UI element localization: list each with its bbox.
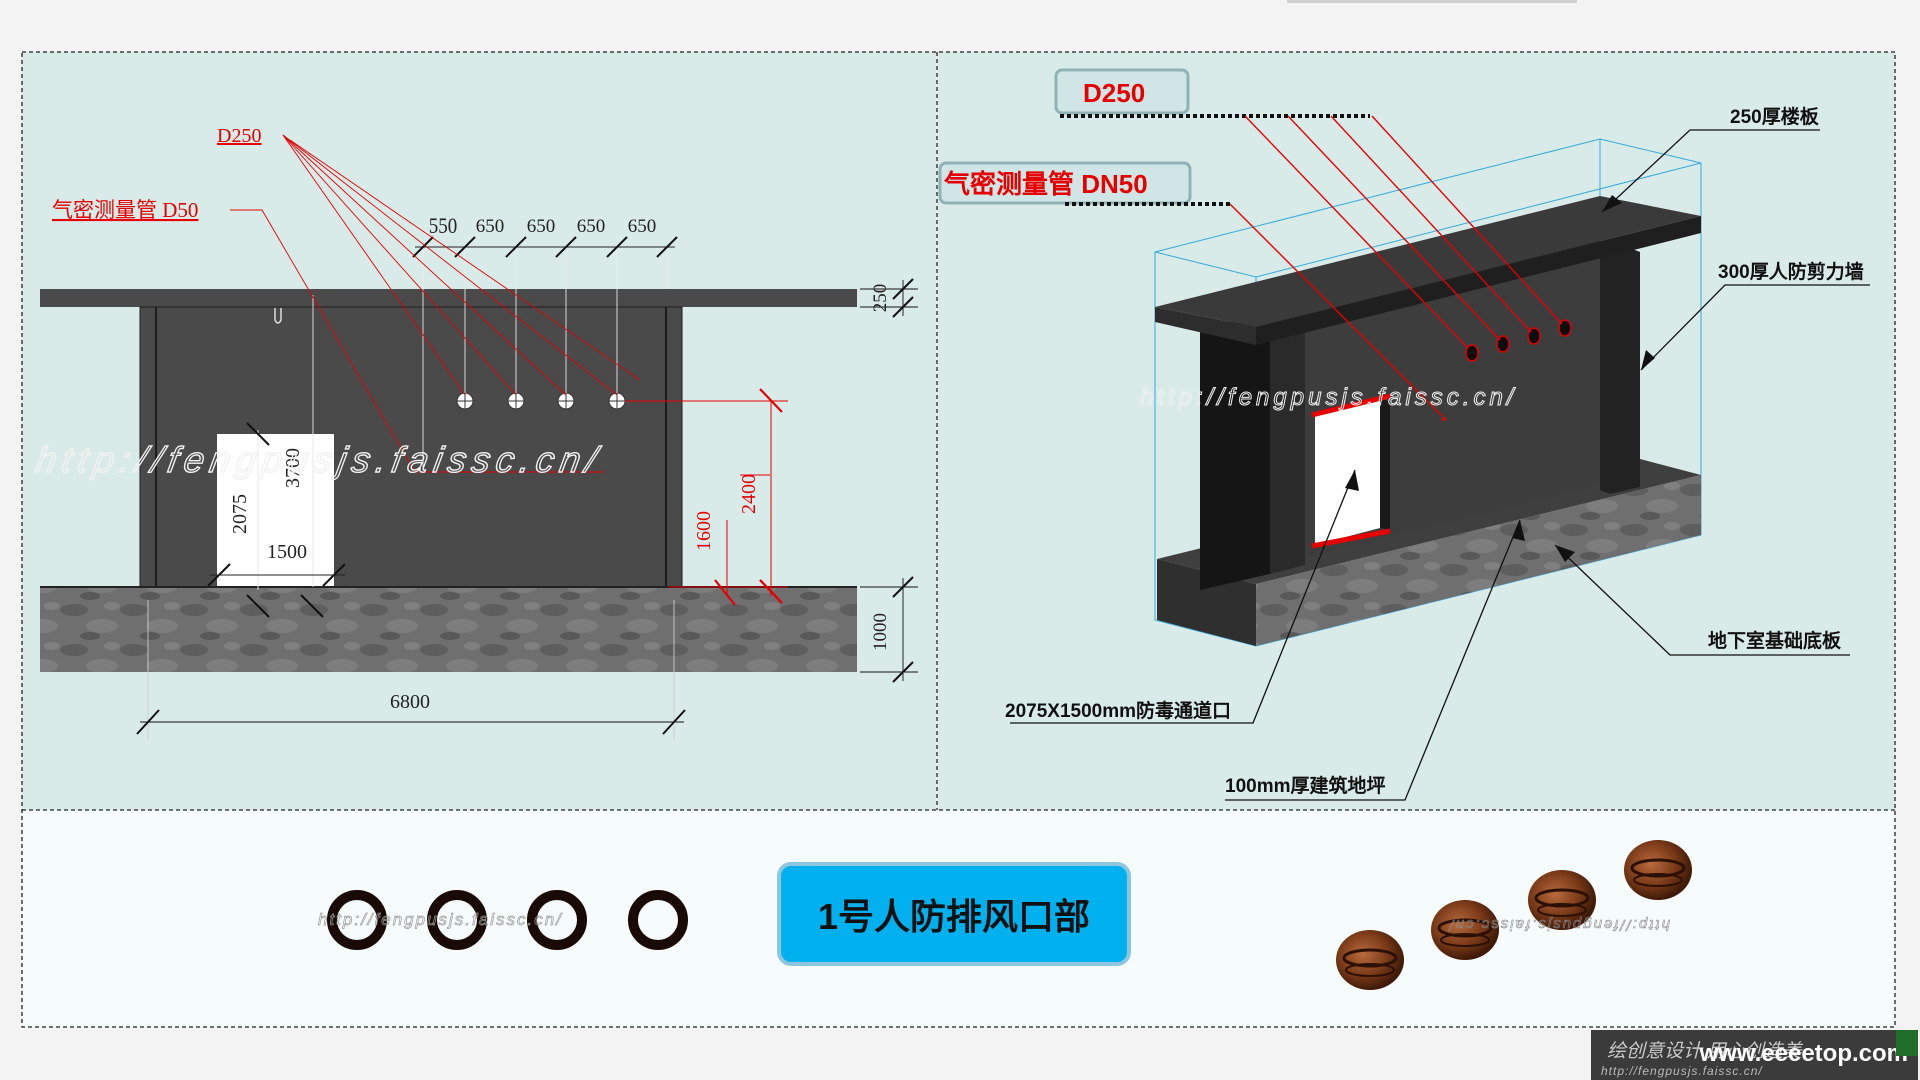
watermark-left: http://fengpusjs.faissc.cn/ xyxy=(33,439,606,480)
corner-watermark-text: 绘创意设计 用心创造美 xyxy=(1607,1041,1802,1062)
dim-door-w: 1500 xyxy=(267,541,307,563)
dim-top-1: 550 xyxy=(429,215,457,238)
watermark-bottom: http://fengpusjs.faissc.cn/ xyxy=(318,910,563,929)
dim-slab: 250 xyxy=(870,284,891,313)
label-wall: 300厚人防剪力墙 xyxy=(1718,260,1864,283)
dim-top-3: 650 xyxy=(527,216,556,237)
section-title: 1号人防排风口部 xyxy=(777,862,1131,966)
corner-logo xyxy=(1896,1030,1918,1056)
label-floor: 100mm厚建筑地坪 xyxy=(1225,774,1386,797)
label-door: 2075X1500mm防毒通道口 xyxy=(1005,699,1231,722)
left-elevation: 550 650 650 650 650 250 2075 3700 1500 xyxy=(40,125,918,740)
top-stub xyxy=(1287,0,1577,3)
dim-door-h: 2075 xyxy=(229,494,251,534)
dim-top-2: 650 xyxy=(476,216,505,237)
dim-top-5: 650 xyxy=(628,216,657,237)
ring-icon xyxy=(427,890,487,950)
right-isometric: D250 气密测量管 DN50 250厚楼板 xyxy=(938,68,1870,801)
sleeve-icon xyxy=(1528,870,1596,930)
corner-watermark: 绘创意设计 用心创造美 www.eeeetop.com http://fengp… xyxy=(1591,1030,1918,1080)
duct-holes xyxy=(456,392,626,410)
corner-watermark-site: www.eeeetop.com xyxy=(1699,1040,1909,1067)
watermark-bottom-right: http://fengpusjs.faissc.cn/ xyxy=(1448,916,1670,933)
label-gauge-right: 气密测量管 DN50 xyxy=(943,169,1148,199)
label-d250-right: D250 xyxy=(1083,78,1145,108)
base-slab xyxy=(40,587,857,672)
watermark-right: http://fengpusjs.faissc.cn/ xyxy=(1140,384,1517,411)
ring-icon xyxy=(628,890,688,950)
sleeve-icon xyxy=(1431,900,1499,960)
corner-watermark-url: http://fengpusjs.faissc.cn/ xyxy=(1601,1064,1763,1078)
label-base: 地下室基础底板 xyxy=(1708,629,1842,652)
outer-frame xyxy=(21,51,1896,1028)
roof-slab xyxy=(40,289,857,307)
door-opening xyxy=(217,434,334,587)
dim-1600: 1600 xyxy=(693,511,715,551)
label-box-d250 xyxy=(1054,68,1190,115)
dim-top-4: 650 xyxy=(577,216,606,237)
duct-sleeve-icons xyxy=(1336,840,1692,990)
sleeve-icon xyxy=(1624,840,1692,900)
dim-1000: 1000 xyxy=(870,613,891,651)
label-d250-left: D250 xyxy=(217,125,261,147)
sleeve-icon xyxy=(1336,930,1404,990)
duct-ring-icons xyxy=(327,890,688,950)
dim-3700: 3700 xyxy=(282,448,304,488)
ring-icon xyxy=(527,890,587,950)
dim-6800: 6800 xyxy=(390,691,430,713)
ring-icon xyxy=(327,890,387,950)
label-slab: 250厚楼板 xyxy=(1730,105,1820,128)
label-gauge-left: 气密测量管 D50 xyxy=(52,198,198,222)
dim-2400: 2400 xyxy=(738,474,760,514)
